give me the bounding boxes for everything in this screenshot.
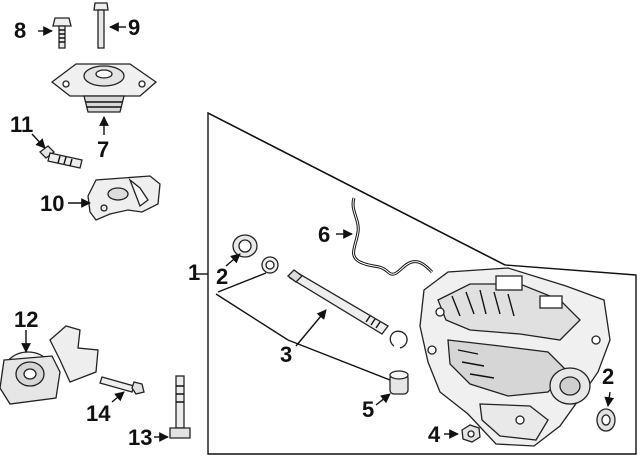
leader-2-left (225, 253, 241, 267)
axle-shaft-part-3[interactable] (287, 269, 389, 335)
callout-8: 8 (14, 18, 26, 43)
callout-3: 3 (280, 342, 292, 367)
callout-1: 1 (188, 260, 200, 285)
callout-13: 13 (128, 425, 152, 450)
bracket-part-10[interactable] (87, 175, 161, 221)
bushing-part-5[interactable] (389, 370, 409, 395)
snap-ring (389, 330, 408, 349)
bushing-mount-part-12[interactable] (0, 325, 99, 405)
upper-mount-part-7[interactable] (50, 63, 158, 113)
callout-6: 6 (318, 222, 330, 247)
assembly-line-3a (215, 293, 289, 341)
assembly-line-2 (217, 272, 267, 293)
callout-10: 10 (40, 191, 64, 216)
assembly-line-3b (287, 339, 391, 381)
assembly-frame (207, 111, 637, 455)
bolt-part-9[interactable] (93, 2, 109, 49)
bolt-part-13[interactable] (169, 375, 191, 439)
bolt-part-14[interactable] (99, 376, 145, 395)
rear-drive-unit-housing[interactable] (419, 267, 611, 447)
bolt-part-8[interactable] (52, 17, 72, 49)
callout-14: 14 (86, 401, 111, 426)
seal-part-2-right[interactable] (596, 408, 616, 432)
vent-hose-part-6[interactable] (351, 197, 434, 276)
seal-part-2-left[interactable] (232, 234, 279, 274)
callout-2-left: 2 (216, 264, 228, 289)
leader-11 (31, 133, 46, 149)
callout-2-right: 2 (602, 364, 614, 389)
callout-9: 9 (128, 15, 140, 40)
callout-11: 11 (10, 112, 33, 137)
callout-7: 7 (97, 137, 109, 162)
leader-14 (111, 391, 125, 403)
callout-4: 4 (428, 422, 441, 447)
leader-5 (375, 393, 391, 406)
callout-5: 5 (362, 397, 374, 422)
callout-12: 12 (14, 307, 38, 332)
leader-2-right (604, 391, 615, 407)
leader-3 (295, 309, 327, 347)
bolt-part-11[interactable] (39, 145, 83, 169)
nut-part-4[interactable] (461, 424, 481, 443)
